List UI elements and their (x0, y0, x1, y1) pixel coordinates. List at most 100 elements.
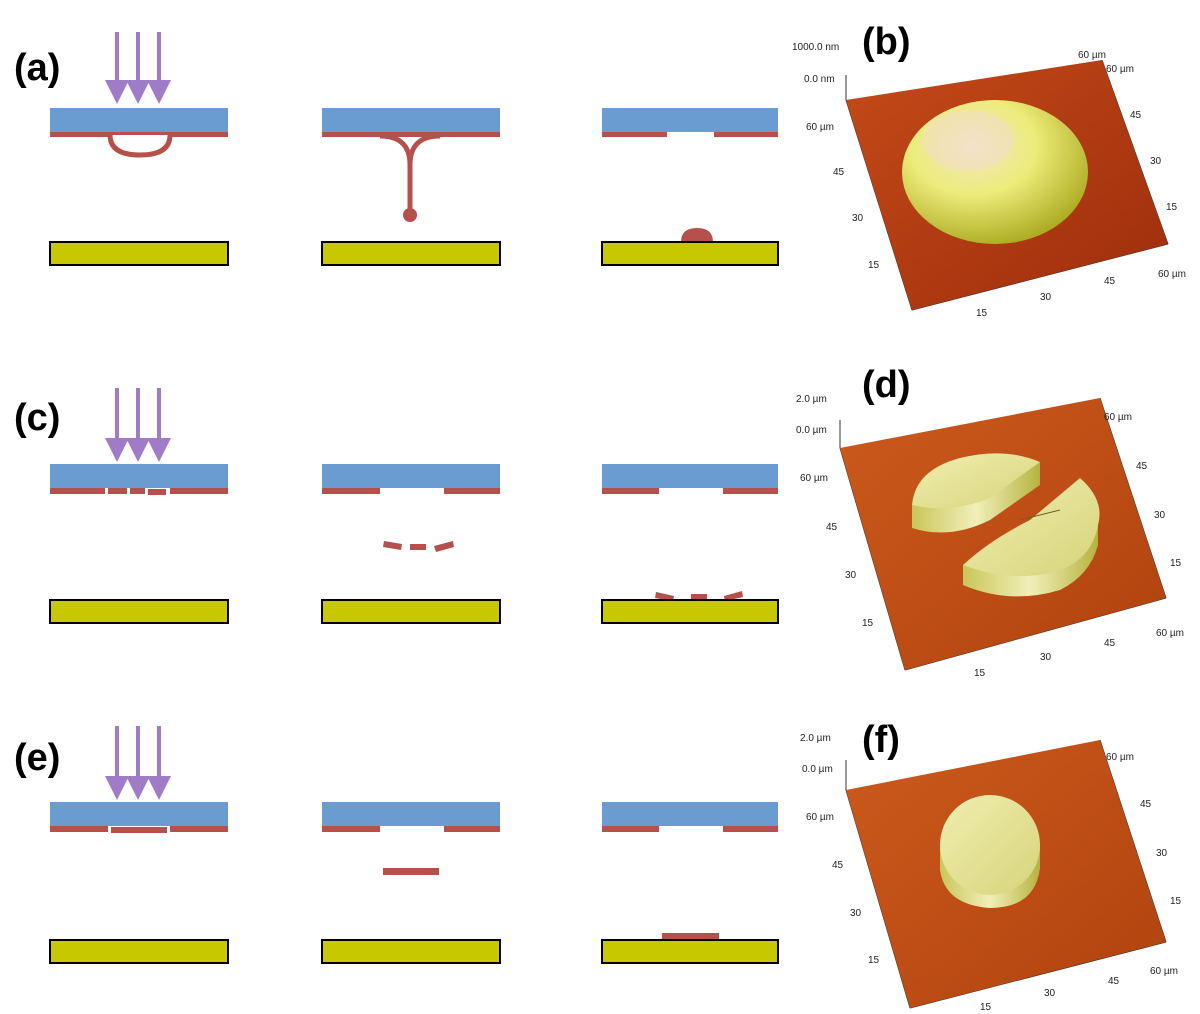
y-tick-left: 60 µm (806, 122, 834, 133)
receiver-substrate (601, 939, 779, 964)
afm-image-f: 2.0 µm 0.0 µm 60 µm 45 30 15 60 µm 45 30… (800, 733, 1182, 1013)
y-tick-left: 60 µm (800, 473, 828, 484)
x-tick: 15 (976, 308, 988, 319)
donor-glass (602, 802, 778, 826)
row-a-schematic (49, 32, 779, 266)
donor-glass (50, 464, 228, 488)
y-tick-left: 45 (826, 522, 838, 533)
receiver-substrate (321, 241, 501, 266)
donor-film (50, 132, 228, 137)
y-tick-right: 45 (1130, 110, 1142, 121)
receiver-substrate (321, 939, 501, 964)
film-segment (130, 488, 145, 494)
afm-image-d: 2.0 µm 0.0 µm 60 µm 45 30 15 60 µm 45 30… (796, 394, 1184, 679)
y-tick-left: 30 (845, 570, 857, 581)
x-tick: 60 µm (1158, 269, 1186, 280)
deposited-disk (662, 933, 719, 940)
panel-label-a: (a) (14, 47, 60, 89)
donor-film-left (322, 826, 380, 832)
deposit-disk (940, 795, 1040, 895)
deposited-fragments (655, 591, 743, 601)
y-tick-right: 15 (1170, 896, 1182, 907)
donor-film (322, 132, 500, 137)
donor-glass (50, 108, 228, 132)
x-tick: 60 µm (1156, 628, 1184, 639)
z-min-label: 0.0 µm (802, 764, 833, 775)
y-tick-left: 30 (850, 908, 862, 919)
donor-glass (322, 108, 500, 132)
row-c-schematic (49, 388, 779, 624)
film-segment (50, 826, 108, 832)
y-tick-left: 15 (868, 955, 880, 966)
donor-glass (322, 464, 500, 488)
laser-arrows-a (105, 32, 171, 104)
donor-film-right (714, 132, 778, 137)
fragment-left (912, 453, 1040, 509)
y-tick-left: 45 (832, 860, 844, 871)
receiver-substrate (49, 939, 229, 964)
film-segment (108, 488, 127, 494)
film-bubble (107, 134, 173, 158)
panel-label-e: (e) (14, 737, 60, 779)
film-segment (111, 827, 167, 833)
x-tick: 15 (974, 668, 986, 679)
receiver-substrate (49, 241, 229, 266)
donor-glass (50, 802, 228, 826)
y-tick-right: 45 (1136, 461, 1148, 472)
donor-glass (322, 802, 500, 826)
donor-film-right (444, 488, 500, 494)
x-tick: 45 (1108, 976, 1120, 987)
x-tick: 30 (1040, 292, 1052, 303)
jet-droplet (403, 208, 417, 222)
panel-label-b: (b) (862, 21, 911, 63)
film-segment (50, 488, 105, 494)
donor-film-left (602, 488, 659, 494)
donor-film-right (723, 826, 778, 832)
donor-film-left (602, 826, 659, 832)
donor-glass (602, 464, 778, 488)
row-e-schematic (49, 726, 779, 964)
x-tick: 60 µm (1150, 966, 1178, 977)
flying-fragments (383, 541, 454, 552)
z-max-label: 2.0 µm (800, 733, 831, 744)
y-tick-left: 15 (862, 618, 874, 629)
x-tick: 45 (1104, 276, 1116, 287)
donor-film-right (444, 826, 500, 832)
laser-arrows-c (105, 388, 171, 462)
x-tick: 15 (980, 1002, 992, 1013)
laser-arrows-e (105, 726, 171, 800)
film-segment (170, 826, 228, 832)
y-tick-left: 45 (833, 167, 845, 178)
y-tick-right: 30 (1154, 510, 1166, 521)
z-min-label: 0.0 nm (804, 74, 835, 85)
donor-film-right (723, 488, 778, 494)
y-tick-left: 15 (868, 260, 880, 271)
x-tick: 30 (1040, 652, 1052, 663)
deposited-droplet (681, 228, 713, 242)
y-tick-right: 60 µm (1106, 64, 1134, 75)
receiver-substrate (321, 599, 501, 624)
receiver-substrate (601, 599, 779, 624)
y-tick-left: 60 µm (806, 812, 834, 823)
y-tick-right: 30 (1156, 848, 1168, 859)
y-tick-right: 15 (1166, 202, 1178, 213)
afm-surface (840, 398, 1166, 670)
z-max-label: 2.0 µm (796, 394, 827, 405)
z-min-label: 0.0 µm (796, 425, 827, 436)
y-tick-right: 60 µm (1106, 752, 1134, 763)
panel-label-d: (d) (862, 364, 911, 406)
y-tick-right: 30 (1150, 156, 1162, 167)
corner-label: 60 µm (1078, 50, 1106, 61)
donor-film-left (322, 488, 380, 494)
x-tick: 45 (1104, 638, 1116, 649)
fragment-right (963, 478, 1100, 577)
deposit-dome (902, 100, 1088, 244)
panel-label-f: (f) (862, 719, 900, 761)
ejected-jet (379, 133, 441, 212)
panel-label-c: (c) (14, 397, 60, 439)
receiver-substrate (49, 599, 229, 624)
z-max-label: 1000.0 nm (792, 42, 839, 53)
receiver-substrate (601, 241, 779, 266)
y-tick-left: 30 (852, 213, 864, 224)
